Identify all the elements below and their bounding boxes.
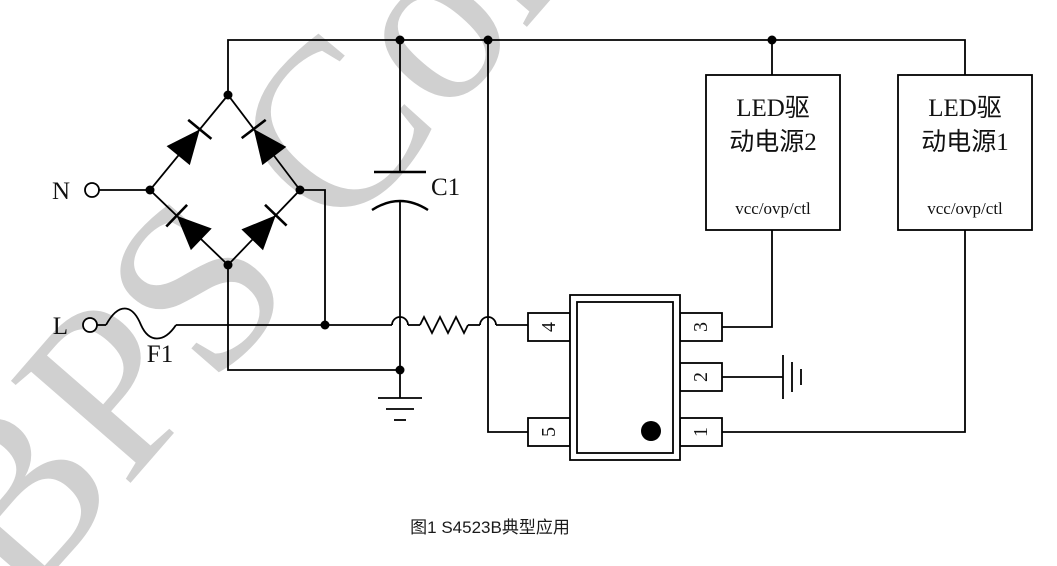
led-driver1-pins-label: vcc/ovp/ctl bbox=[927, 199, 1003, 218]
led-driver2-title-line2: 动电源2 bbox=[729, 128, 817, 156]
n-terminal bbox=[84, 182, 100, 198]
ic-pin1-box bbox=[679, 417, 723, 447]
capacitor-plate-bottom bbox=[371, 199, 429, 212]
ic-pin2-box bbox=[679, 362, 723, 392]
ic-pin5-label: 5 bbox=[538, 427, 560, 437]
capacitor-c1 bbox=[371, 170, 429, 212]
junction-dot bbox=[483, 35, 493, 45]
ground-symbol-pin2 bbox=[782, 355, 802, 399]
junction-dot bbox=[295, 185, 305, 195]
ic-pin3-label: 3 bbox=[690, 322, 712, 332]
led-driver2-block: LED驱 动电源2 vcc/ovp/ctl bbox=[705, 74, 841, 231]
led-driver1-block: LED驱 动电源1 vcc/ovp/ctl bbox=[897, 74, 1033, 231]
wire-bridge-right-to-live bbox=[300, 189, 326, 325]
fuse-symbol bbox=[105, 307, 177, 340]
n-terminal-label: N bbox=[52, 178, 70, 205]
led-driver1-box bbox=[897, 74, 1033, 231]
wires bbox=[97, 39, 966, 433]
diode-bottom-right bbox=[241, 203, 288, 251]
figure-caption: 图1 S4523B典型应用 bbox=[410, 518, 570, 537]
ic-pin4-box bbox=[527, 312, 571, 342]
l-terminal bbox=[82, 317, 98, 333]
junction-dot bbox=[395, 35, 405, 45]
wire-pin1-to-driver1 bbox=[722, 230, 966, 433]
l-terminal-label: L bbox=[53, 313, 68, 340]
diode-top-left bbox=[166, 118, 213, 166]
led-driver2-title-line1: LED驱 bbox=[736, 95, 810, 122]
junction-dot bbox=[395, 365, 405, 375]
led-driver2-pins-label: vcc/ovp/ctl bbox=[735, 199, 811, 218]
wire-top-rail bbox=[227, 39, 966, 95]
ic-pin4-label: 4 bbox=[538, 322, 560, 332]
capacitor-label: C1 bbox=[431, 174, 460, 201]
bridge-rectifier bbox=[148, 93, 302, 267]
diode-bottom-left bbox=[165, 203, 212, 251]
junction-dot bbox=[767, 35, 777, 45]
resistor-symbol bbox=[419, 314, 469, 336]
wire-hop-1 bbox=[391, 316, 409, 326]
ic-pin2-label: 2 bbox=[690, 372, 712, 382]
diode-top-right bbox=[240, 118, 287, 166]
ic-pin1-label: 1 bbox=[690, 427, 712, 437]
wire-pin5-to-top-rail bbox=[487, 40, 528, 433]
led-driver1-title-line1: LED驱 bbox=[928, 95, 1002, 122]
junction-dot bbox=[320, 320, 330, 330]
junction-dot bbox=[223, 90, 233, 100]
led-driver2-box bbox=[705, 74, 841, 231]
fuse-label: F1 bbox=[147, 341, 173, 368]
led-driver1-title-line2: 动电源1 bbox=[921, 128, 1009, 156]
wire-pin3-to-driver2 bbox=[722, 230, 773, 328]
junction-dots bbox=[145, 35, 777, 375]
ic-chip: 4 5 3 2 1 bbox=[527, 294, 723, 461]
wire-bridge-bottom-to-ground bbox=[227, 265, 400, 371]
confidential-watermark: BPS Confi bbox=[0, 0, 737, 566]
ic-pin1-marker-dot bbox=[641, 421, 661, 441]
junction-dot bbox=[223, 260, 233, 270]
ground-symbol-main bbox=[378, 397, 422, 421]
junction-dot bbox=[145, 185, 155, 195]
